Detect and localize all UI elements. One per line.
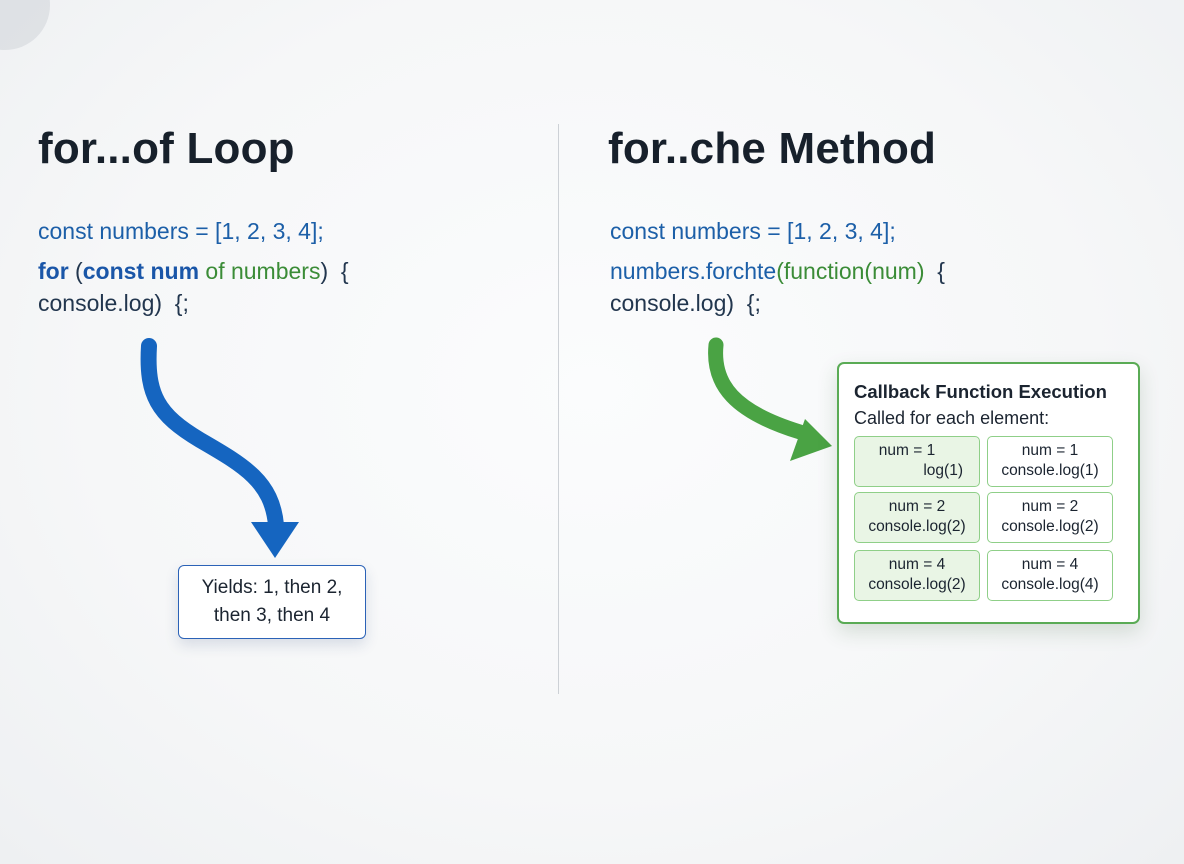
callback-cell: num = 2 console.log(2)	[987, 492, 1113, 543]
callback-cell: num = 1 log(1)	[854, 436, 980, 487]
foreach-code-line-1: const numbers = [1, 2, 3, 4];	[610, 218, 896, 244]
cell-num: num = 1	[878, 442, 936, 459]
for-of-code-line-2: for (const num of numbers) {	[38, 260, 349, 283]
foreach-panel: for..che Method const numbers = [1, 2, 3…	[560, 0, 1184, 864]
callback-cell: num = 1 console.log(1)	[987, 436, 1113, 487]
function-num-argument: (function(num)	[776, 258, 925, 284]
panel-divider	[558, 124, 559, 694]
close-brace: ) {	[320, 258, 349, 284]
cell-call: console.log(2)	[868, 576, 966, 593]
cell-num: num = 4	[1021, 556, 1079, 573]
for-of-code-line-3: console.log) {;	[38, 290, 189, 316]
cell-call: console.log(1)	[1001, 462, 1099, 479]
cell-num: num = 2	[1021, 498, 1079, 515]
numbers-forchte-call: numbers.forchte	[610, 258, 777, 284]
cell-call: log(1)	[923, 462, 963, 479]
yields-line-2: then 3, then 4	[213, 605, 331, 626]
const-num-declaration: const num	[82, 258, 200, 284]
cell-call: console.log(2)	[868, 518, 966, 535]
foreach-title: for..che Method	[608, 124, 937, 173]
yields-callout: Yields: 1, then 2, then 3, then 4	[178, 565, 366, 639]
callback-title: Callback Function Execution	[854, 381, 1107, 402]
callback-execution-box: Callback Function Execution Called for e…	[837, 362, 1140, 624]
cell-num: num = 1	[1021, 442, 1079, 459]
for-of-title: for...of Loop	[38, 124, 295, 173]
of-numbers-clause: of numbers	[199, 258, 321, 284]
open-paren: (	[68, 258, 83, 284]
foreach-code-line-2: numbers.forchte(function(num) {	[610, 260, 945, 283]
cell-call: console.log(4)	[1001, 576, 1099, 593]
close-brace: {	[924, 258, 945, 284]
cell-call: console.log(2)	[1001, 518, 1099, 535]
for-keyword: for	[38, 258, 69, 284]
yields-line-1: Yields: 1, then 2,	[201, 577, 343, 598]
foreach-code-line-3: console.log) {;	[610, 290, 761, 316]
for-of-code-line-1: const numbers = [1, 2, 3, 4];	[38, 218, 324, 244]
callback-cell: num = 2 console.log(2)	[854, 492, 980, 543]
callback-subtitle: Called for each element:	[854, 408, 1050, 428]
callback-cell: num = 4 console.log(2)	[854, 550, 980, 601]
for-of-panel: for...of Loop const numbers = [1, 2, 3, …	[0, 0, 560, 864]
cell-num: num = 2	[888, 498, 946, 515]
callback-cell: num = 4 console.log(4)	[987, 550, 1113, 601]
cell-num: num = 4	[888, 556, 946, 573]
